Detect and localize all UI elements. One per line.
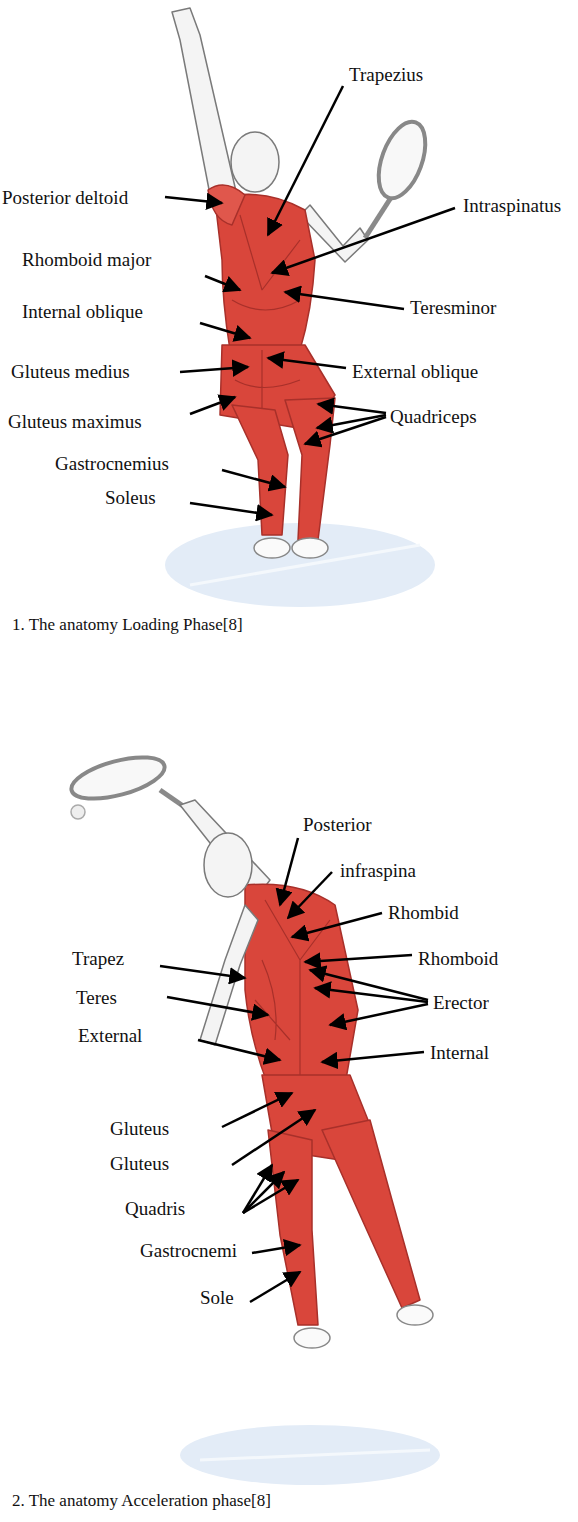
muscle-label: infraspina (340, 861, 416, 880)
muscle-label: Trapez (72, 949, 124, 968)
muscle-label: Teres (76, 988, 117, 1007)
muscle-label: Rhomboid major (22, 250, 151, 269)
muscle-label: Teresminor (410, 298, 496, 317)
figure-caption: 1. The anatomy Loading Phase[8] (12, 616, 243, 633)
muscle-label: Posterior deltoid (2, 188, 128, 207)
muscle-label: External oblique (352, 362, 478, 381)
muscle-label: Gluteus maximus (8, 412, 142, 431)
muscle-label: Erector (433, 993, 489, 1012)
muscle-label: Internal oblique (22, 302, 143, 321)
muscle-label: Quadriceps (390, 407, 477, 426)
figure-caption: 2. The anatomy Acceleration phase[8] (12, 1492, 271, 1509)
muscle-label: Soleus (105, 488, 156, 507)
muscle-label: Trapezius (349, 65, 423, 84)
muscle-label: Gluteus medius (11, 362, 130, 381)
muscle-label: Gluteus (110, 1119, 169, 1138)
muscle-label: Intraspinatus (463, 196, 561, 215)
muscle-label: Gastrocnemi (140, 1241, 237, 1260)
muscle-label: Gluteus (110, 1154, 169, 1173)
muscle-label: Rhomboid (418, 949, 498, 968)
muscle-label: Sole (200, 1288, 234, 1307)
muscle-label: External (78, 1026, 142, 1045)
muscle-label: Internal (430, 1043, 489, 1062)
muscle-label: Rhombid (388, 903, 459, 922)
player-loading (165, 8, 435, 607)
muscle-label: Gastrocnemius (55, 454, 169, 473)
leader-arrows (160, 86, 455, 1302)
player-acceleration (67, 749, 440, 1485)
muscle-label: Posterior (303, 815, 372, 834)
muscle-label: Quadris (125, 1199, 185, 1218)
